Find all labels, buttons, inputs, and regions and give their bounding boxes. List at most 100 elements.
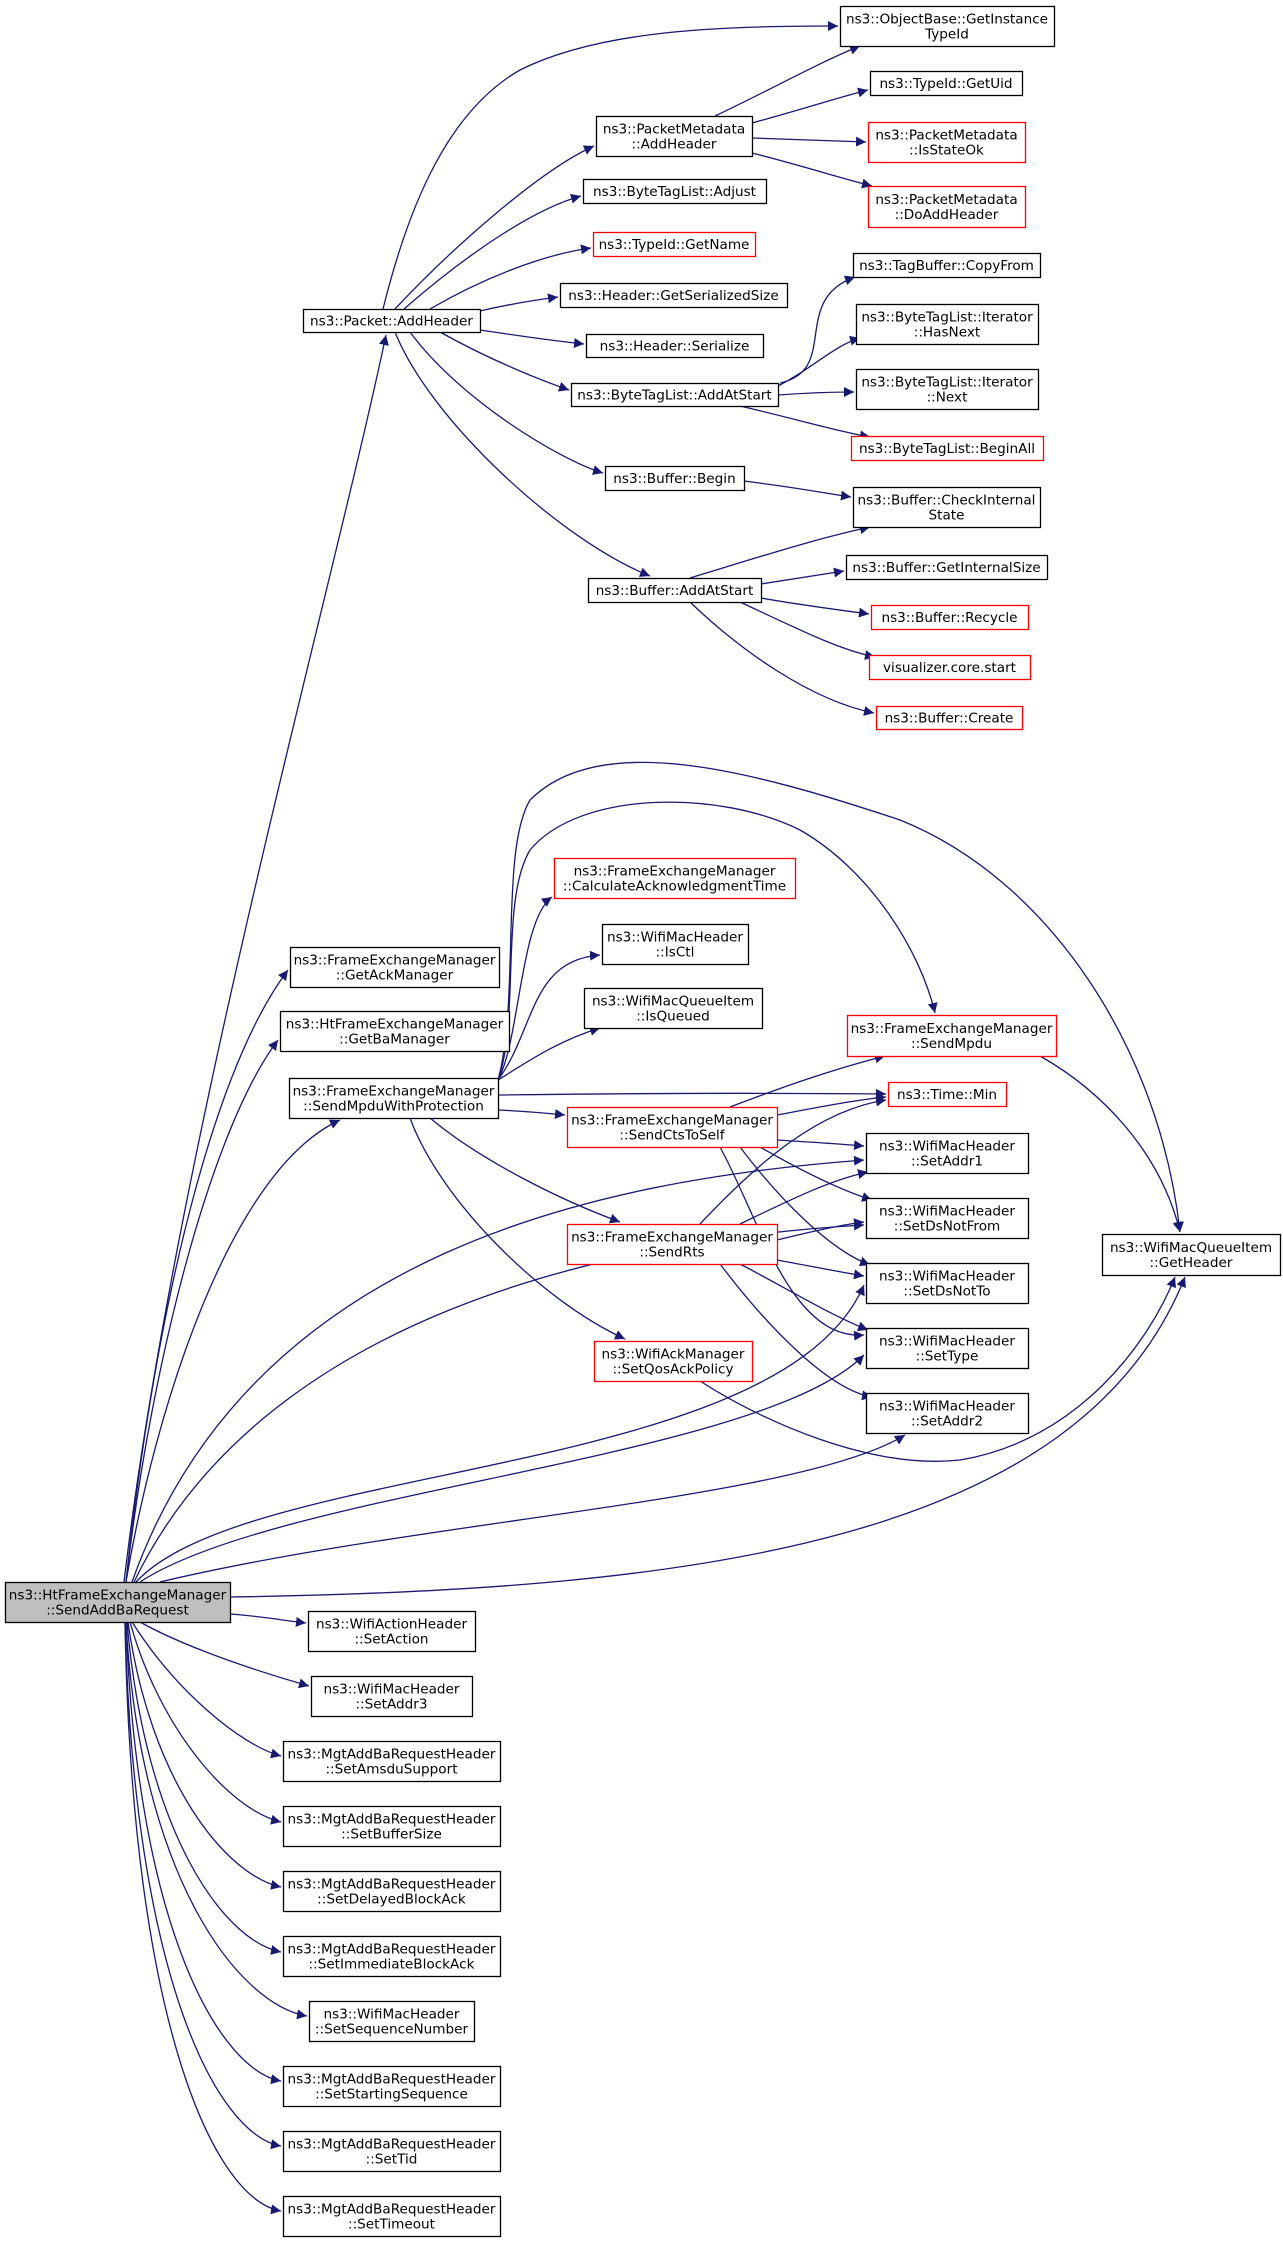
graph-node-btl-beginall[interactable]: ns3::ByteTagList::BeginAll (850, 435, 1045, 462)
node-box (839, 5, 1056, 48)
node-box (855, 303, 1040, 346)
node-box (583, 987, 764, 1030)
node-label-line: State (929, 508, 965, 524)
graph-node-pktmeta-addheader[interactable]: ns3::PacketMetadata::AddHeader (595, 115, 754, 158)
graph-node-buffer-create[interactable]: ns3::Buffer::Create (875, 705, 1024, 731)
graph-node-bytetaglist-adjust[interactable]: ns3::ByteTagList::Adjust (582, 178, 768, 205)
node-label-line: ns3::MgtAddBaRequestHeader (288, 2072, 496, 2088)
graph-node-header-getserializedsize[interactable]: ns3::Header::GetSerializedSize (559, 282, 789, 309)
graph-node-bytetaglist-addatstart[interactable]: ns3::ByteTagList::AddAtStart (570, 382, 780, 408)
call-edge-fem_sendmpduwithprotection-to-fem_sendctstoself (497, 1109, 566, 1119)
node-label-line: ns3::TypeId::GetName (599, 237, 750, 253)
call-edge-packet_addheader-to-typeid_getname (429, 244, 592, 310)
call-edge-fem_sendctstoself-to-fem_sendmpdu (729, 1053, 886, 1108)
graph-node-typeid-getuid[interactable]: ns3::TypeId::GetUid (869, 70, 1024, 97)
graph-node-fem-calcacktime[interactable]: ns3::FrameExchangeManager::CalculateAckn… (553, 857, 797, 900)
node-box (302, 308, 482, 334)
graph-node-fem-sendrts[interactable]: ns3::FrameExchangeManager::SendRts (566, 1223, 779, 1266)
node-box (282, 1805, 502, 1848)
call-edge-fem_sendmpduwithprotection-to-time_min (497, 1088, 887, 1099)
node-label-line: ns3::MgtAddBaRequestHeader (288, 2137, 496, 2153)
call-edge-fem_sendmpduwithprotection-to-wmqi_getheader (497, 761, 1184, 1233)
graph-node-fem-sendctstoself[interactable]: ns3::FrameExchangeManager::SendCtsToSelf (566, 1106, 779, 1149)
node-box (852, 486, 1042, 529)
graph-node-wmqi-getheader[interactable]: ns3::WifiMacQueueItem::GetHeader (1101, 1233, 1282, 1277)
graph-node-buffer-begin[interactable]: ns3::Buffer::Begin (604, 465, 746, 492)
graph-node-wmh-isctl[interactable]: ns3::WifiMacHeader::IsCtl (601, 923, 750, 966)
node-label-line: ns3::WifiMacQueueItem (1110, 1240, 1272, 1256)
node-box (601, 923, 750, 966)
graph-node-packet-addheader[interactable]: ns3::Packet::AddHeader (302, 308, 482, 334)
graph-node-mabrh-settid[interactable]: ns3::MgtAddBaRequestHeader::SetTid (282, 2130, 502, 2173)
graph-node-mabrh-setimmediateblockack[interactable]: ns3::MgtAddBaRequestHeader::SetImmediate… (282, 1935, 502, 1978)
node-label-line: ns3::Time::Min (897, 1087, 997, 1103)
graph-node-htfem-getbamanager[interactable]: ns3::HtFrameExchangeManager::GetBaManage… (279, 1010, 511, 1053)
node-box (852, 252, 1042, 279)
call-edge-fem_sendrts-to-wmh_setaddr2 (719, 1263, 873, 1401)
graph-node-wackm-setqosackpolicy[interactable]: ns3::WifiAckManager::SetQosAckPolicy (593, 1340, 754, 1383)
call-edge-pktmeta_addheader-to-typeid_getuid (751, 87, 869, 124)
graph-node-buffer-getinternalsize[interactable]: ns3::Buffer::GetInternalSize (845, 554, 1049, 581)
graph-node-wmh-setdsnotfrom[interactable]: ns3::WifiMacHeader::SetDsNotFrom (865, 1197, 1030, 1240)
graph-node-time-min[interactable]: ns3::Time::Min (887, 1081, 1008, 1108)
call-edge-fem_sendmpduwithprotection-to-wmh_isctl (497, 950, 601, 1081)
node-label-line: ns3::HtFrameExchangeManager (286, 1017, 504, 1033)
node-box (868, 654, 1032, 681)
node-label-line: ns3::Buffer::Recycle (881, 610, 1017, 626)
call-edge-fem_sendmpduwithprotection-to-fem_sendrts (429, 1117, 621, 1224)
graph-node-wah-setaction[interactable]: ns3::WifiActionHeader::SetAction (307, 1610, 477, 1653)
node-box (850, 435, 1045, 462)
graph-node-fem-sendmpdu[interactable]: ns3::FrameExchangeManager::SendMpdu (846, 1014, 1058, 1058)
graph-node-wmh-setaddr3[interactable]: ns3::WifiMacHeader::SetAddr3 (310, 1675, 474, 1718)
node-box (282, 1935, 502, 1978)
graph-node-wmh-settype[interactable]: ns3::WifiMacHeader::SetType (865, 1327, 1030, 1370)
graph-node-btl-iter-next[interactable]: ns3::ByteTagList::Iterator::Next (855, 368, 1040, 411)
node-label-line: ns3::FrameExchangeManager (571, 1230, 773, 1246)
graph-node-mabrh-setamsdusupport[interactable]: ns3::MgtAddBaRequestHeader::SetAmsduSupp… (282, 1740, 502, 1783)
call-edge-fem_sendctstoself-to-wmh_settype (719, 1146, 865, 1341)
graph-node-header-serialize[interactable]: ns3::Header::Serialize (585, 333, 765, 359)
call-edge-root-to-htfem_getbamanager (125, 1039, 279, 1583)
node-box (593, 1340, 754, 1383)
node-box (592, 231, 757, 258)
node-box (282, 2195, 502, 2238)
call-edge-root-to-wmh_setdsnotfrom (133, 1220, 865, 1583)
graph-node-wmh-setaddr1[interactable]: ns3::WifiMacHeader::SetAddr1 (865, 1132, 1030, 1175)
node-label-line: ns3::ByteTagList::Iterator (861, 310, 1033, 326)
node-box (559, 282, 789, 309)
call-edge-root-to-wmh_setaddr2 (159, 1434, 906, 1583)
graph-node-visualizer-start[interactable]: visualizer.core.start (868, 654, 1032, 681)
graph-node-mabrh-setdelayedblockack[interactable]: ns3::MgtAddBaRequestHeader::SetDelayedBl… (282, 1870, 502, 1913)
node-box (865, 1132, 1030, 1175)
graph-node-root[interactable]: ns3::HtFrameExchangeManager::SendAddBaRe… (4, 1581, 232, 1624)
edge-layer (123, 21, 1186, 2215)
graph-node-mabrh-settimeout[interactable]: ns3::MgtAddBaRequestHeader::SetTimeout (282, 2195, 502, 2238)
graph-node-tagbuffer-copyfrom[interactable]: ns3::TagBuffer::CopyFrom (852, 252, 1042, 279)
graph-node-wmqi-isqueued[interactable]: ns3::WifiMacQueueItem::IsQueued (583, 987, 764, 1030)
node-box (865, 1327, 1030, 1370)
graph-node-wmh-setsequencenumber[interactable]: ns3::WifiMacHeader::SetSequenceNumber (308, 2000, 476, 2043)
graph-node-pktmeta-isstateok[interactable]: ns3::PacketMetadata::IsStateOk (867, 121, 1027, 164)
node-label-line: TypeId (924, 27, 969, 43)
graph-node-wmh-setaddr2[interactable]: ns3::WifiMacHeader::SetAddr2 (865, 1392, 1030, 1435)
graph-node-typeid-getname[interactable]: ns3::TypeId::GetName (592, 231, 757, 258)
graph-node-buffer-addatstart[interactable]: ns3::Buffer::AddAtStart (587, 577, 763, 604)
call-edge-bytetaglist_addatstart-to-btl_iter_next (777, 387, 855, 398)
graph-node-buffer-recycle[interactable]: ns3::Buffer::Recycle (870, 604, 1030, 631)
node-label-line: ::SendMpdu (911, 1036, 992, 1052)
graph-node-wmh-setdsnotto[interactable]: ns3::WifiMacHeader::SetDsNotTo (865, 1262, 1030, 1305)
graph-node-mabrh-setstartingsequence[interactable]: ns3::MgtAddBaRequestHeader::SetStartingS… (282, 2065, 502, 2108)
node-label-line: ::SendAddBaRequest (46, 1603, 189, 1619)
graph-node-fem-getackmanager[interactable]: ns3::FrameExchangeManager::GetAckManager (289, 946, 501, 989)
graph-node-mabrh-setbuffersize[interactable]: ns3::MgtAddBaRequestHeader::SetBufferSiz… (282, 1805, 502, 1848)
call-edge-packet_addheader-to-buffer_addatstart (394, 331, 651, 577)
call-edge-bytetaglist_addatstart-to-btl_iter_hasnext (777, 335, 861, 387)
graph-node-btl-iter-hasnext[interactable]: ns3::ByteTagList::Iterator::HasNext (855, 303, 1040, 346)
graph-node-pktmeta-doaddheader[interactable]: ns3::PacketMetadata::DoAddHeader (867, 185, 1027, 229)
node-box (282, 1740, 502, 1783)
call-edge-root-to-wah_setaction (229, 1613, 307, 1627)
graph-node-fem-sendmpduwithprotection[interactable]: ns3::FrameExchangeManager::SendMpduWithP… (288, 1077, 500, 1120)
node-box (875, 705, 1024, 731)
